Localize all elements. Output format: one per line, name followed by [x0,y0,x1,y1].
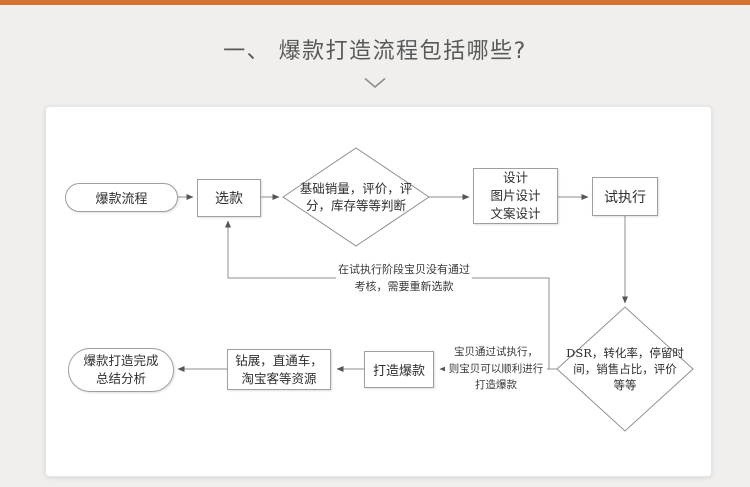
node-design-box: 设计 图片设计 文案设计 [473,168,558,224]
finish-line1: 爆款打造完成 [83,353,159,368]
design-line2: 图片设计 [490,188,541,203]
resources-line1: 钻展，直通车， [235,352,323,368]
node-finish-ellipse: 爆款打造完成 总结分析 [68,348,174,392]
design-line1: 设计 [502,170,528,185]
node-trial-box: 试执行 [592,177,658,216]
top-accent-bar [0,0,750,5]
reject-line2: 考核，需要重新选款 [354,280,454,293]
pass-line1: 宝贝通过试执行， [454,346,538,358]
pass-line3: 打造爆款 [475,379,517,391]
node-resources-box: 钻展，直通车， 淘宝客等资源 [227,349,331,390]
chevron-down-icon [364,77,386,89]
finish-line2: 总结分析 [95,371,146,386]
node-start-ellipse: 爆款流程 [65,183,178,212]
node-build-label: 打造爆款 [372,364,425,379]
edge-label-reject: 在试执行阶段宝贝没有通过 考核，需要重新选款 [336,261,472,295]
node-select-box: 选款 [197,179,261,217]
node-select-label: 选款 [215,191,243,207]
edge-label-pass: 宝贝通过试执行， 则宝贝可以顺利进行 打造爆款 [445,344,547,394]
node-trial-label: 试执行 [604,189,646,206]
reject-line1: 在试执行阶段宝贝没有通过 [338,263,470,276]
node-start-label: 爆款流程 [95,192,148,207]
resources-line2: 淘宝客等资源 [241,370,317,386]
page-title: 一、 爆款打造流程包括哪些? [223,39,527,64]
node-build-box: 打造爆款 [364,351,434,388]
design-line3: 文案设计 [490,206,541,221]
pass-line2: 则宝贝可以顺利进行 [448,362,544,375]
